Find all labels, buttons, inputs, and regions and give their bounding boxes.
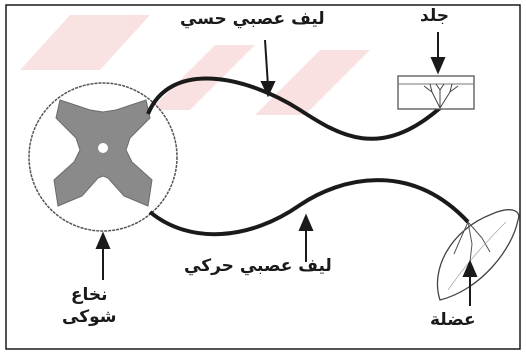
skin-patch [397, 75, 475, 110]
muscle-label: عضلة [430, 310, 476, 330]
arrow-skin-head [430, 57, 446, 75]
label-arrows [95, 32, 478, 306]
motor-fiber-label: ليف عصبي حركي [184, 256, 332, 276]
spinal-cord-section [28, 82, 178, 232]
spinal-cord-label-line2: شوكى [62, 307, 117, 328]
spinal-cord-label: نخاع شوكى [62, 284, 116, 328]
muscle [436, 209, 520, 301]
arrow-motor-head [298, 213, 314, 231]
sensory-fiber-label: ليف عصبي حسي [180, 9, 325, 29]
arrow-spinal-cord-head [95, 231, 111, 249]
arrow-sensory [264, 39, 269, 87]
spinal-cord-label-line1: نخاع [70, 285, 108, 305]
arrow-sensory-head [260, 81, 276, 98]
motor-fiber [148, 178, 470, 237]
frame-border [5, 4, 521, 350]
central-canal [98, 143, 108, 153]
skin-label: جلد [420, 6, 450, 26]
sensory-fiber [146, 76, 442, 141]
arrow-muscle-head [462, 259, 478, 277]
